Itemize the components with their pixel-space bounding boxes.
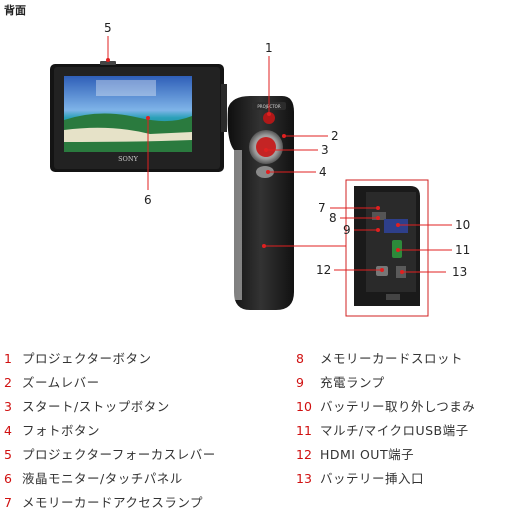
memory-card-slot[interactable] [372, 212, 386, 220]
callout-11: 11 [455, 243, 470, 257]
photo-button[interactable] [256, 166, 274, 178]
callout-7: 7 [318, 201, 326, 215]
callout-1: 1 [265, 41, 273, 55]
camera-body: PROJECTOR [227, 96, 294, 310]
projector-button[interactable] [263, 112, 275, 124]
connector-panel-inset [345, 179, 429, 317]
callout-3: 3 [321, 143, 329, 157]
lcd-monitor: SONY [50, 61, 224, 172]
callout-13: 13 [452, 265, 467, 279]
callout-12: 12 [316, 263, 331, 277]
callout-5: 5 [104, 21, 112, 35]
callout-10: 10 [455, 218, 470, 232]
hinge [221, 84, 227, 132]
callout-numbers: 1 2 3 4 5 6 7 8 9 10 11 12 13 [104, 21, 470, 279]
callout-8: 8 [329, 211, 337, 225]
callout-6: 6 [144, 193, 152, 207]
callout-4: 4 [319, 165, 327, 179]
page-title: 背面 [4, 4, 26, 17]
camera-rear-diagram: SONY PROJECTOR [50, 21, 470, 317]
start-stop-button[interactable] [256, 137, 276, 157]
callout-9: 9 [343, 223, 351, 237]
callout-dots [106, 58, 404, 274]
projector-focus-lever[interactable] [100, 61, 116, 65]
brand-logo: SONY [118, 155, 138, 163]
battery-release-knob[interactable] [384, 219, 408, 233]
callout-2: 2 [331, 129, 339, 143]
leader-lines [107, 36, 452, 273]
